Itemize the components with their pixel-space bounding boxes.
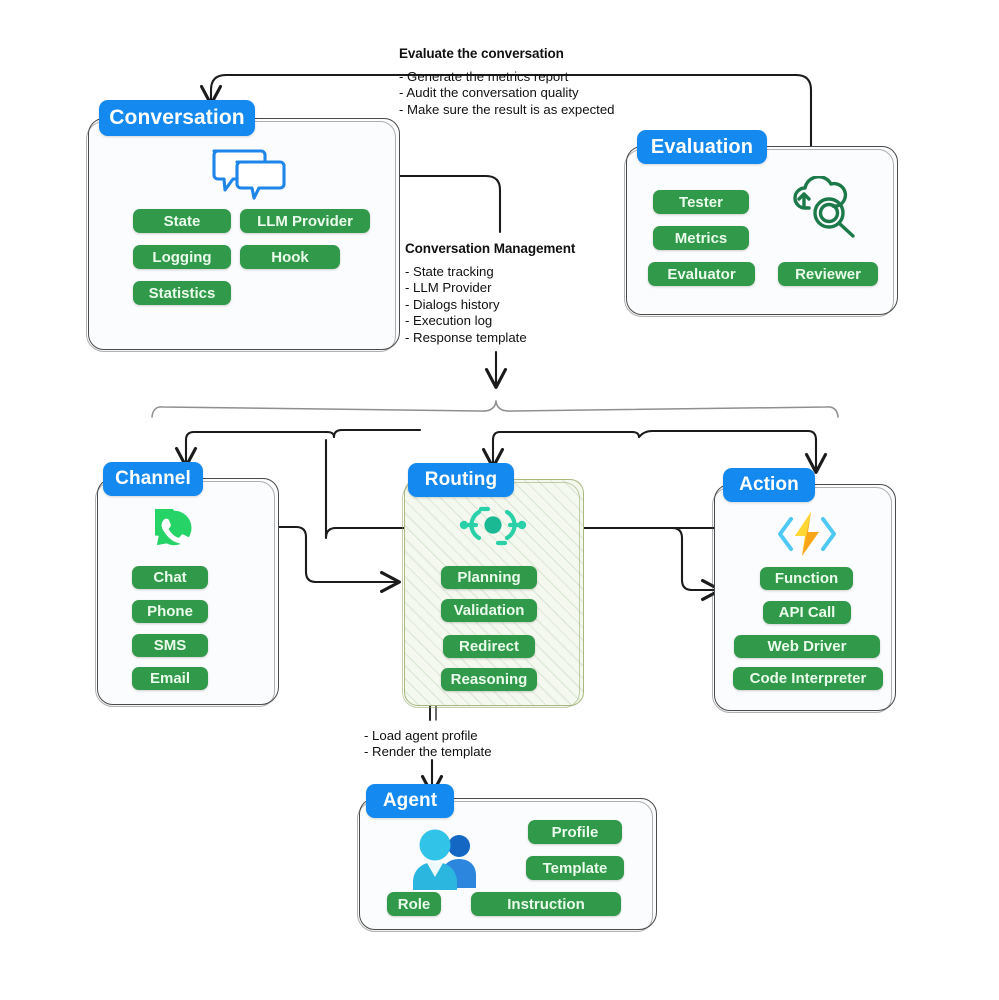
bracket-group-divider	[151, 400, 839, 418]
wire-bracket-to-channel	[174, 430, 336, 468]
agent-title-chip[interactable]: Agent	[366, 784, 454, 818]
pill-evaluator[interactable]: Evaluator	[648, 262, 755, 286]
note-gap	[405, 256, 575, 264]
evaluation-title-chip[interactable]: Evaluation	[637, 130, 767, 164]
pill-hook[interactable]: Hook	[240, 245, 340, 269]
cloud-search-icon	[791, 175, 863, 240]
pill-role[interactable]: Role	[387, 892, 441, 916]
pill-sms[interactable]: SMS	[132, 634, 208, 657]
wire-bracket-to-channel-b	[332, 428, 422, 439]
pill-logging[interactable]: Logging	[133, 245, 231, 269]
pill-code-interpreter[interactable]: Code Interpreter	[733, 667, 883, 690]
note-mgmt-line-1: - State tracking	[405, 264, 494, 279]
wire-bracket-to-routing	[481, 430, 641, 469]
pill-metrics[interactable]: Metrics	[653, 226, 749, 250]
note-mgmt-heading: Conversation Management	[405, 241, 576, 256]
note-evaluate-conversation: Evaluate the conversation - Generate the…	[399, 46, 615, 118]
pill-web-driver[interactable]: Web Driver	[734, 635, 880, 658]
note-mgmt-line-3: - Dialogs history	[405, 296, 500, 312]
note-evaluate-line-1: - Generate the metrics report	[399, 69, 569, 84]
note-mgmt-line-2: - LLM Provider	[405, 280, 492, 296]
pill-tester[interactable]: Tester	[653, 190, 749, 214]
note-evaluate-heading: Evaluate the conversation	[399, 46, 564, 61]
pill-chat[interactable]: Chat	[132, 566, 208, 589]
action-title-chip[interactable]: Action	[723, 468, 815, 502]
note-agent-line-2: - Render the template	[364, 744, 492, 760]
pill-api-call[interactable]: API Call	[763, 601, 851, 624]
pill-statistics[interactable]: Statistics	[133, 281, 231, 305]
wire-bracket-to-action	[637, 429, 828, 474]
pill-instruction[interactable]: Instruction	[471, 892, 621, 916]
pill-redirect[interactable]: Redirect	[443, 635, 535, 658]
chat-bubbles-icon	[209, 146, 289, 200]
pill-template[interactable]: Template	[526, 856, 624, 880]
whatsapp-icon	[141, 501, 193, 547]
channel-title-chip[interactable]: Channel	[103, 462, 203, 496]
routing-title-chip[interactable]: Routing	[408, 463, 514, 497]
pill-profile[interactable]: Profile	[528, 820, 622, 844]
pill-email[interactable]: Email	[132, 667, 208, 690]
note-mgmt-line-5: - Response template	[405, 329, 527, 345]
pill-validation[interactable]: Validation	[441, 599, 537, 622]
pill-state[interactable]: State	[133, 209, 231, 233]
pill-reviewer[interactable]: Reviewer	[778, 262, 878, 286]
routing-hub-icon	[459, 502, 527, 554]
note-mgmt-line-4: - Execution log	[405, 313, 493, 329]
note-evaluate-line-3: - Make sure the result is as expected	[399, 101, 615, 117]
note-conversation-management: Conversation Management - State tracking…	[405, 241, 575, 346]
users-icon	[409, 828, 481, 890]
pill-phone[interactable]: Phone	[132, 600, 208, 623]
note-gap	[399, 61, 615, 69]
pill-reasoning[interactable]: Reasoning	[441, 668, 537, 691]
pill-planning[interactable]: Planning	[441, 566, 537, 589]
pill-llm-provider[interactable]: LLM Provider	[240, 209, 370, 233]
note-agent-load: - Load agent profile - Render the templa…	[364, 728, 492, 761]
lightning-code-icon	[775, 508, 839, 560]
conversation-title-chip[interactable]: Conversation	[99, 100, 255, 136]
note-agent-line-1: - Load agent profile	[364, 728, 478, 743]
note-evaluate-line-2: - Audit the conversation quality	[399, 85, 579, 101]
pill-function[interactable]: Function	[760, 567, 853, 590]
